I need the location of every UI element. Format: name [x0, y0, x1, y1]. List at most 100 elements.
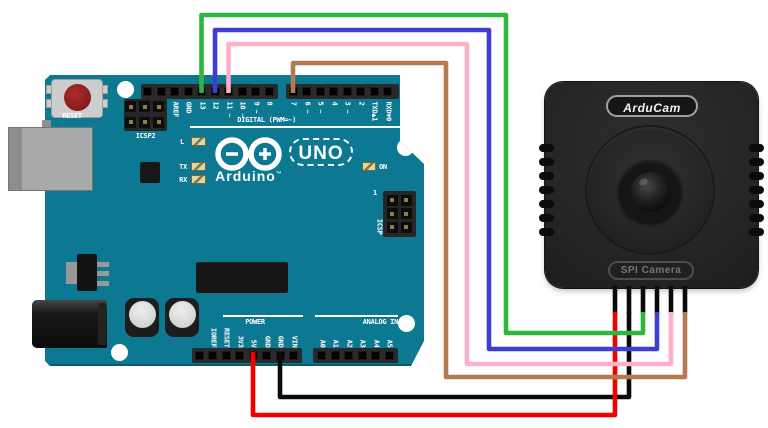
camera-ridge	[749, 172, 764, 180]
reset-button-tab	[102, 86, 107, 93]
analog-header-pin	[357, 351, 367, 360]
camera-ridge	[749, 158, 764, 166]
led-on	[362, 162, 376, 171]
icsp2-pin	[125, 116, 136, 128]
icsp2-pin-contact	[142, 104, 147, 109]
icsp2-pin	[125, 101, 136, 112]
power-header-pin-label: GND	[276, 335, 285, 347]
icsp-pin-contact	[404, 198, 408, 202]
camera-ridge	[749, 144, 764, 152]
camera-ridge	[539, 158, 554, 166]
icsp-pin1-label: 1	[373, 189, 377, 197]
icsp-pin-contact	[390, 211, 394, 216]
arducam-camera-module: ArduCam SPI Camera	[539, 82, 764, 288]
digital-header-right-pin	[356, 87, 365, 96]
power-header-pin-label: VIN	[290, 335, 298, 347]
reset-button-cap	[64, 84, 91, 111]
capacitor	[125, 298, 159, 337]
regulator-lead	[97, 271, 109, 276]
trademark-symbol: ™	[275, 171, 283, 178]
power-header-pin	[194, 351, 204, 360]
icsp-pin	[400, 208, 412, 219]
microcontroller-chip	[196, 262, 288, 293]
led-l	[191, 137, 206, 146]
analog-header-pin-label: A0	[318, 339, 326, 347]
camera-ridge	[539, 186, 554, 194]
arducam-logo: ArduCam	[606, 95, 698, 117]
power-header-pin-label: 3V3	[236, 335, 244, 347]
icsp-pin-contact	[404, 225, 408, 229]
digital-header-left-pin	[197, 87, 206, 96]
reset-button-tab	[47, 86, 52, 93]
digital-header-right-pin-label: 6 ~	[303, 101, 311, 113]
icsp-pin	[400, 194, 412, 206]
led-on-label: ON	[379, 163, 387, 171]
led-rx-label: RX	[179, 176, 187, 184]
digital-header-right-pin	[302, 87, 311, 96]
icsp-pin	[386, 221, 398, 233]
icsp2-pin	[153, 116, 164, 128]
icsp-label: ICSP	[375, 218, 384, 235]
digital-header-right-pin	[342, 87, 352, 96]
power-header-pin	[289, 351, 298, 360]
analog-header-pin	[344, 351, 353, 360]
led-l-label: L	[180, 138, 184, 146]
camera-ridge	[749, 228, 764, 236]
reset-button-tab	[102, 100, 107, 107]
digital-header-left-pin	[264, 87, 274, 96]
usb-port-tab	[42, 120, 51, 128]
digital-header-left-pin-label: 12	[211, 101, 220, 109]
digital-header-left-pin-label: AREF	[171, 101, 179, 117]
mounting-hole	[398, 315, 415, 332]
camera-ridge	[539, 228, 554, 236]
icsp-pin	[386, 208, 398, 219]
power-header-pin	[208, 351, 217, 360]
mounting-hole	[117, 81, 134, 98]
digital-header-right-pin-label: 4	[330, 101, 338, 105]
analog-header-pin-label: A2	[345, 339, 353, 347]
digital-header-left-pin	[237, 87, 247, 96]
digital-header-left-pin	[170, 87, 179, 96]
analog-header-pin-label: A5	[385, 339, 394, 347]
regulator-tab	[66, 262, 78, 284]
icsp-pin	[386, 194, 398, 206]
digital-header-right-pin-label: 3 ~	[343, 101, 352, 113]
mounting-hole	[111, 344, 128, 361]
crystal-component	[140, 162, 160, 183]
capacitor-top	[128, 301, 156, 328]
camera-lens	[631, 172, 671, 212]
power-header-pin	[235, 351, 244, 360]
digital-header-left-pin	[210, 87, 220, 96]
digital-header-left-pin-label: 13	[198, 101, 206, 109]
digital-header-right-pin	[383, 87, 392, 96]
icsp2-pin-contact	[128, 120, 133, 124]
digital-header-right-pin-label: 2	[357, 101, 365, 105]
icsp-pin-contact	[390, 225, 394, 229]
icsp2-pin	[153, 101, 164, 112]
icsp2-label: ICSP2	[135, 132, 156, 140]
icsp2-pin-contact	[156, 104, 161, 109]
digital-header-right-pin-label: TXD▲1	[370, 101, 379, 121]
icsp-pin	[400, 221, 412, 233]
analog-header-pin	[371, 351, 380, 360]
power-silk-line	[223, 315, 303, 317]
capacitor-top	[168, 301, 196, 328]
regulator-lead	[97, 281, 109, 286]
digital-header-left-pin-label: 10 ~	[238, 101, 247, 117]
analog-silk-line	[315, 315, 398, 317]
lens-glint	[638, 177, 649, 187]
digital-header-right-pin	[329, 87, 338, 96]
icsp2-pin-contact	[142, 120, 147, 124]
analog-header-pin-label: A4	[372, 339, 380, 347]
analog-header-pin-label: A3	[358, 339, 367, 347]
camera-ridge	[749, 214, 764, 222]
camera-ridge	[539, 214, 554, 222]
digital-header-left-pin	[224, 87, 233, 96]
power-header-pin-label: IOREF	[209, 327, 217, 347]
voltage-regulator	[77, 254, 97, 291]
analog-header-pin	[317, 351, 326, 360]
digital-header-left-pin	[156, 87, 166, 96]
icsp2-pin-contact	[156, 120, 161, 124]
analog-header-pin	[330, 351, 340, 360]
